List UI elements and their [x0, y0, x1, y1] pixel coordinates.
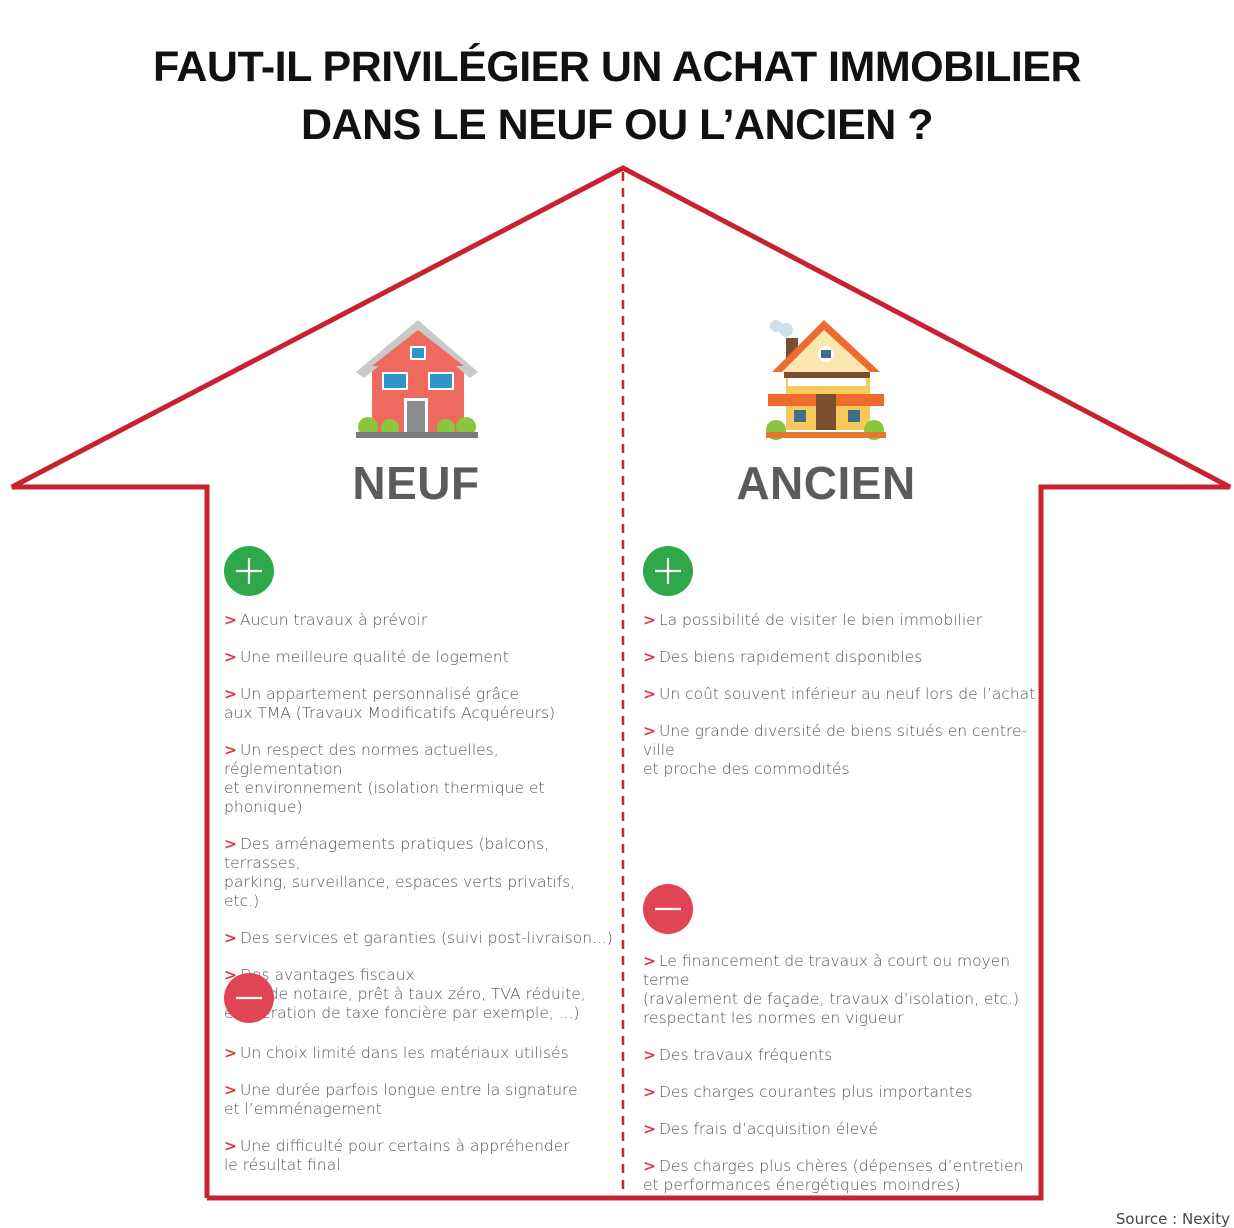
neuf-pro-item-text: Une meilleure qualité de logement	[240, 648, 509, 666]
ancien-pro-item: >Une grande diversité de biens situés en…	[643, 722, 1038, 779]
ancien-plus-icon	[643, 546, 693, 596]
ancien-con-item-text: Des frais d’acquisition élevé	[659, 1120, 878, 1138]
title-line-2-regular: DANS	[300, 101, 433, 149]
neuf-pro-item: >Un respect des normes actuelles, réglem…	[224, 741, 614, 817]
ancien-minus-icon	[643, 884, 693, 934]
neuf-pro-item: >Un appartement personnalisé grâce aux T…	[224, 685, 614, 723]
ancien-heading: ANCIEN	[736, 457, 916, 509]
neuf-con-item-text: Un choix limité dans les matériaux utili…	[240, 1044, 569, 1062]
ancien-con-item: >Des frais d’acquisition élevé	[643, 1120, 1038, 1139]
bullet-arrow-icon: >	[224, 685, 237, 703]
bullet-arrow-icon: >	[224, 835, 237, 853]
neuf-con-item-text: Une durée parfois longue entre la signat…	[224, 1081, 578, 1118]
ancien-pro-item: >Des biens rapidement disponibles	[643, 648, 1038, 667]
neuf-con-item: >Une durée parfois longue entre la signa…	[224, 1081, 614, 1119]
bullet-arrow-icon: >	[643, 611, 656, 629]
neuf-pro-item-text: Des aménagements pratiques (balcons, ter…	[224, 835, 576, 910]
bullet-arrow-icon: >	[643, 722, 656, 740]
neuf-pro-item-text: Un respect des normes actuelles, régleme…	[224, 741, 545, 816]
neuf-minus-icon	[224, 973, 274, 1023]
neuf-pro-item: >Des aménagements pratiques (balcons, te…	[224, 835, 614, 911]
ancien-pro-item-text: Une grande diversité de biens situés en …	[643, 722, 1028, 778]
ancien-con-item: >Des travaux fréquents	[643, 1046, 1038, 1065]
ancien-pros-list: >La possibilité de visiter le bien immob…	[643, 611, 1038, 797]
ancien-con-item: >Le financement de travaux à court ou mo…	[643, 952, 1038, 1028]
neuf-plus-icon	[224, 546, 274, 596]
neuf-pro-item: >Aucun travaux à prévoir	[224, 611, 614, 630]
bullet-arrow-icon: >	[643, 952, 656, 970]
old-house-icon	[766, 320, 886, 440]
bullet-arrow-icon: >	[643, 1083, 656, 1101]
bullet-arrow-icon: >	[224, 1137, 237, 1155]
page-title: FAUT-IL PRIVILÉGIER UN ACHAT IMMOBILIER …	[0, 38, 1234, 154]
ancien-con-item: >Des charges plus chères (dépenses d’ent…	[643, 1157, 1038, 1195]
ancien-pro-item-text: La possibilité de visiter le bien immobi…	[659, 611, 983, 629]
title-line-1: FAUT-IL PRIVILÉGIER UN ACHAT IMMOBILIER	[152, 43, 1082, 91]
neuf-pro-item: >Des services et garanties (suivi post-l…	[224, 929, 614, 948]
bullet-arrow-icon: >	[224, 648, 237, 666]
neuf-heading: NEUF	[352, 457, 480, 509]
neuf-cons-list: >Un choix limité dans les matériaux util…	[224, 1044, 614, 1193]
ancien-pro-item: >Un coût souvent inférieur au neuf lors …	[643, 685, 1038, 704]
ancien-con-item-text: Le financement de travaux à court ou moy…	[643, 952, 1020, 1027]
house-outline-shape	[10, 165, 1232, 1201]
ancien-con-item-text: Des travaux fréquents	[659, 1046, 833, 1064]
neuf-pro-item-text: Un appartement personnalisé grâce aux TM…	[224, 685, 556, 722]
bullet-arrow-icon: >	[224, 611, 237, 629]
ancien-con-item-text: Des charges plus chères (dépenses d’entr…	[643, 1157, 1024, 1194]
ancien-con-item: >Des charges courantes plus importantes	[643, 1083, 1038, 1102]
modern-house-icon	[356, 320, 478, 438]
bullet-arrow-icon: >	[224, 1081, 237, 1099]
bullet-arrow-icon: >	[224, 1044, 237, 1062]
neuf-pro-item-text: Aucun travaux à prévoir	[240, 611, 428, 629]
neuf-pro-item-text: Des avantages fiscaux (frais de notaire,…	[224, 966, 586, 1022]
ancien-pro-item: >La possibilité de visiter le bien immob…	[643, 611, 1038, 630]
ancien-con-item-text: Des charges courantes plus importantes	[659, 1083, 973, 1101]
title-line-2-bold: LE NEUF OU L’ANCIEN ?	[432, 101, 934, 149]
bullet-arrow-icon: >	[643, 648, 656, 666]
neuf-con-item: >Un choix limité dans les matériaux util…	[224, 1044, 614, 1063]
ancien-pro-item-text: Un coût souvent inférieur au neuf lors d…	[659, 685, 1036, 703]
bullet-arrow-icon: >	[643, 1157, 656, 1175]
neuf-pros-list: >Aucun travaux à prévoir>Une meilleure q…	[224, 611, 614, 1041]
bullet-arrow-icon: >	[643, 685, 656, 703]
bullet-arrow-icon: >	[224, 741, 237, 759]
neuf-pro-item: >Des avantages fiscaux (frais de notaire…	[224, 966, 614, 1023]
source-credit: Source : Nexity	[1115, 1210, 1230, 1228]
neuf-con-item-text: Une difficulté pour certains à appréhend…	[224, 1137, 570, 1174]
ancien-pro-item-text: Des biens rapidement disponibles	[659, 648, 923, 666]
bullet-arrow-icon: >	[643, 1120, 656, 1138]
bullet-arrow-icon: >	[643, 1046, 656, 1064]
neuf-pro-item: >Une meilleure qualité de logement	[224, 648, 614, 667]
ancien-cons-list: >Le financement de travaux à court ou mo…	[643, 952, 1038, 1213]
bullet-arrow-icon: >	[224, 929, 237, 947]
neuf-pro-item-text: Des services et garanties (suivi post-li…	[240, 929, 613, 947]
neuf-con-item: >Une difficulté pour certains à appréhen…	[224, 1137, 614, 1175]
